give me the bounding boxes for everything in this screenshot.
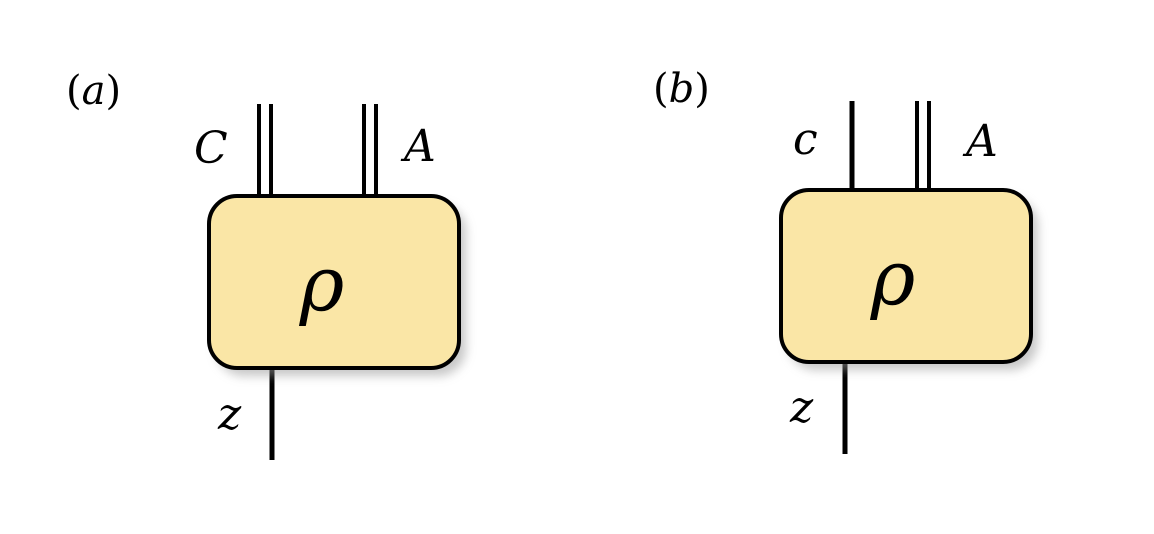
panel-b-top-right-wire [915,101,931,190]
panel-b-wire-label-A: A [962,116,998,167]
panel-a-wire-label-A: A [400,121,436,172]
panel-a-top-right-wire [362,104,378,196]
panel-a-rho-label: ρ [299,239,345,328]
panel-a-top-left-wire [257,104,273,196]
panel-a-wire-label-C: C [194,123,228,174]
panel-b-label: (b) [653,66,710,112]
panel-b-density-box [779,188,1033,364]
panel-b-wire-label-z: z [789,382,814,433]
panel-a-density-box [207,194,461,370]
panel-b-wire-label-c: c [793,114,818,165]
panel-b-rho-label: ρ [870,233,916,322]
panel-a: (a) ρ C A z [66,68,466,460]
panel-a-label: (a) [66,68,121,114]
panel-a-wire-label-z: z [217,389,242,440]
panel-b: (b) ρ c A z [653,66,1038,454]
